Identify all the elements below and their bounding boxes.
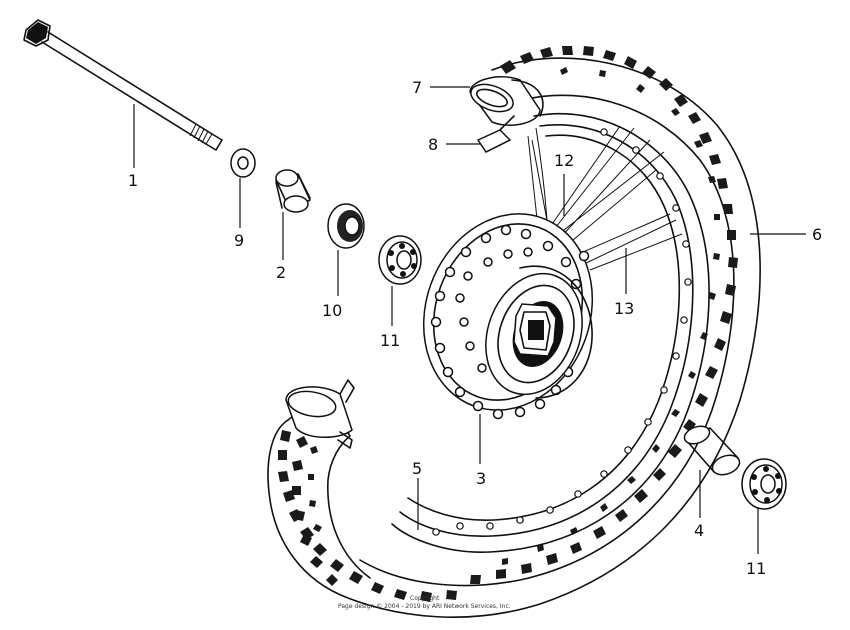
- callout-1: 1: [128, 171, 138, 190]
- callout-10: 10: [322, 301, 342, 320]
- copyright-label: Copyright: [410, 595, 440, 602]
- callout-6: 6: [812, 225, 822, 244]
- leader-lines: [133, 86, 806, 554]
- copyright-notice: Page design © 2004 - 2019 by ARI Network…: [338, 603, 511, 610]
- callout-11-lower: 11: [746, 559, 766, 578]
- callout-9: 9: [234, 231, 244, 250]
- callout-13: 13: [614, 299, 634, 318]
- rim-lock[interactable]: [476, 115, 515, 153]
- callout-8: 8: [428, 135, 438, 154]
- distance-collar[interactable]: [275, 169, 311, 213]
- callout-5: 5: [412, 459, 422, 478]
- callout-4: 4: [694, 521, 704, 540]
- axle[interactable]: [23, 19, 223, 151]
- wheel-bearing-right[interactable]: [741, 458, 787, 510]
- dust-seal[interactable]: [327, 203, 365, 249]
- wheel-bearing-left[interactable]: [378, 235, 422, 285]
- distance-collar-right[interactable]: [682, 423, 742, 478]
- callout-2: 2: [276, 263, 286, 282]
- callout-12: 12: [554, 151, 574, 170]
- callout-7: 7: [412, 78, 422, 97]
- rim-band-upper[interactable]: [467, 76, 544, 126]
- callout-11-upper: 11: [380, 331, 400, 350]
- wheel-hub[interactable]: [397, 190, 620, 434]
- axle-washer[interactable]: [230, 148, 256, 178]
- callout-3: 3: [476, 469, 486, 488]
- rim[interactable]: [285, 112, 710, 553]
